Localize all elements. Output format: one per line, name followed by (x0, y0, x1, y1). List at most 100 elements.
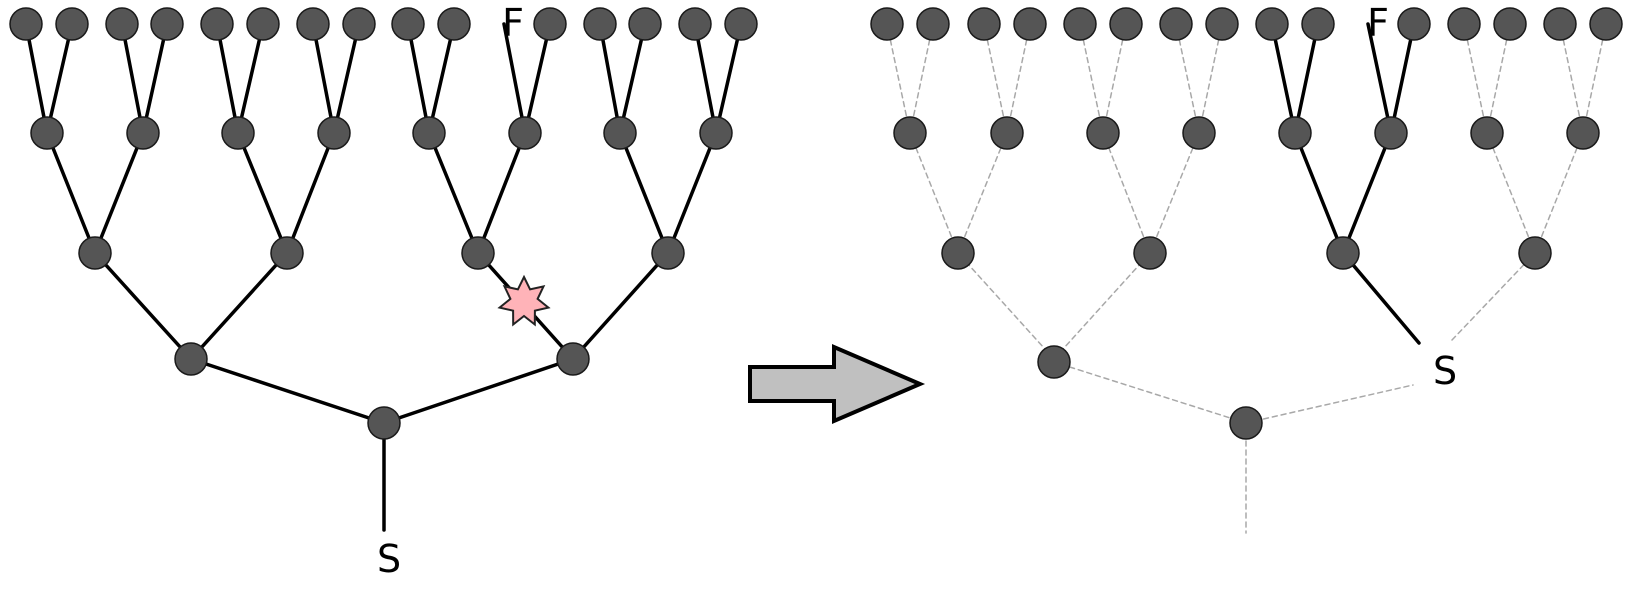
right-inactive-edge (1559, 23, 1584, 134)
right-leaf-node (1063, 7, 1097, 41)
left-edge (24, 22, 49, 135)
left-leaf-node (296, 7, 330, 41)
left-edge (332, 22, 361, 135)
left-edge (93, 131, 145, 255)
right-inactive-edge (1486, 132, 1536, 254)
right-leaf-node (1301, 7, 1335, 41)
left-level2-node (78, 236, 112, 270)
left-level1-node (126, 116, 160, 150)
right-inactive-edge (886, 23, 911, 134)
right-leaf-node (916, 7, 950, 41)
right-active-edge (1270, 22, 1297, 135)
right-inactive-edge (1053, 252, 1151, 360)
left-edge (406, 22, 431, 135)
left-level2-node (651, 236, 685, 270)
left-edge (502, 22, 527, 135)
left-leaf-node (342, 7, 376, 41)
left-edge (693, 22, 718, 135)
left-edge (714, 22, 743, 135)
right-inactive-edge (1582, 23, 1607, 134)
left-leaf-node (246, 7, 280, 41)
left-level1-node (221, 116, 255, 150)
left-edge (189, 357, 386, 425)
left-edge (236, 22, 265, 135)
right-level1-node (990, 116, 1024, 150)
left-edge (285, 131, 336, 255)
left-edge (215, 22, 240, 135)
right-tree-nodes (870, 7, 1623, 440)
right-level2-node (1518, 236, 1552, 270)
right-level1-node (1278, 116, 1312, 150)
left-edge (427, 22, 456, 135)
left-leaf-node (583, 7, 617, 41)
right-active-edge (1341, 131, 1393, 255)
right-leaf-node (870, 7, 904, 41)
right-inactive-edge (1006, 23, 1031, 134)
right-leaf-node (1589, 7, 1623, 41)
right-level2-node (1326, 236, 1360, 270)
left-level1-node (317, 116, 351, 150)
left-edge (598, 22, 622, 135)
right-leaf-node (1205, 7, 1239, 41)
right-leaf-node (1109, 7, 1143, 41)
left-leaf-node (533, 7, 567, 41)
left-source-label: S (377, 537, 401, 581)
left-level2-node (270, 236, 304, 270)
left-leaf-node (437, 7, 471, 41)
right-inactive-edge (1102, 132, 1151, 254)
left-level3-node (556, 342, 590, 376)
left-leaf-node (628, 7, 662, 41)
right-active-edge (1389, 22, 1416, 135)
right-leaf-node (1397, 7, 1431, 41)
right-level1-node (1566, 116, 1600, 150)
left-edge (618, 131, 670, 255)
left-edge (120, 22, 145, 135)
right-inactive-edge (1175, 23, 1200, 134)
left-level1-node (508, 116, 542, 150)
left-edge (189, 251, 289, 361)
left-edge (45, 22, 74, 135)
left-level1-node (603, 116, 637, 150)
right-inactive-edge (1198, 23, 1223, 134)
right-inactive-edge (1451, 252, 1536, 341)
right-leaf-node (1255, 7, 1289, 41)
right-inactive-edge (909, 23, 934, 134)
right-inactive-edge (957, 252, 1055, 360)
right-inactive-edge (983, 23, 1008, 134)
right-inactive-edge (909, 132, 959, 254)
left-level1-node (30, 116, 64, 150)
right-tree-edges (886, 22, 1607, 534)
right-level2-node (1133, 236, 1167, 270)
left-edge (93, 251, 193, 361)
failure-star-icon (497, 274, 551, 327)
right-leaf-node (1493, 7, 1527, 41)
right-leaf-node (1013, 7, 1047, 41)
left-edge (666, 131, 718, 255)
left-edge (45, 131, 97, 255)
right-level1-node (893, 116, 927, 150)
left-edge (236, 131, 289, 255)
left-leaf-node (724, 7, 758, 41)
left-leaf-node (678, 7, 712, 41)
left-level1-node (699, 116, 733, 150)
right-active-edge (1366, 22, 1393, 135)
right-inactive-edge (1053, 361, 1247, 424)
right-level2-node (941, 236, 975, 270)
right-inactive-edge (1245, 384, 1414, 424)
right-leaf-node (1447, 7, 1481, 41)
right-level3-node (1037, 345, 1071, 379)
right-level1-node (1086, 116, 1120, 150)
right-inactive-edge (1102, 23, 1127, 134)
left-edge (141, 22, 169, 135)
right-inactive-edge (1149, 132, 1200, 254)
left-level1-node (412, 116, 446, 150)
right-leaf-node (1159, 7, 1193, 41)
left-target-label: F (502, 1, 524, 45)
right-level1-node (1374, 116, 1408, 150)
right-inactive-edge (957, 132, 1008, 254)
right-inactive-edge (1079, 23, 1104, 134)
left-leaf-node (55, 7, 89, 41)
left-edge (311, 22, 336, 135)
